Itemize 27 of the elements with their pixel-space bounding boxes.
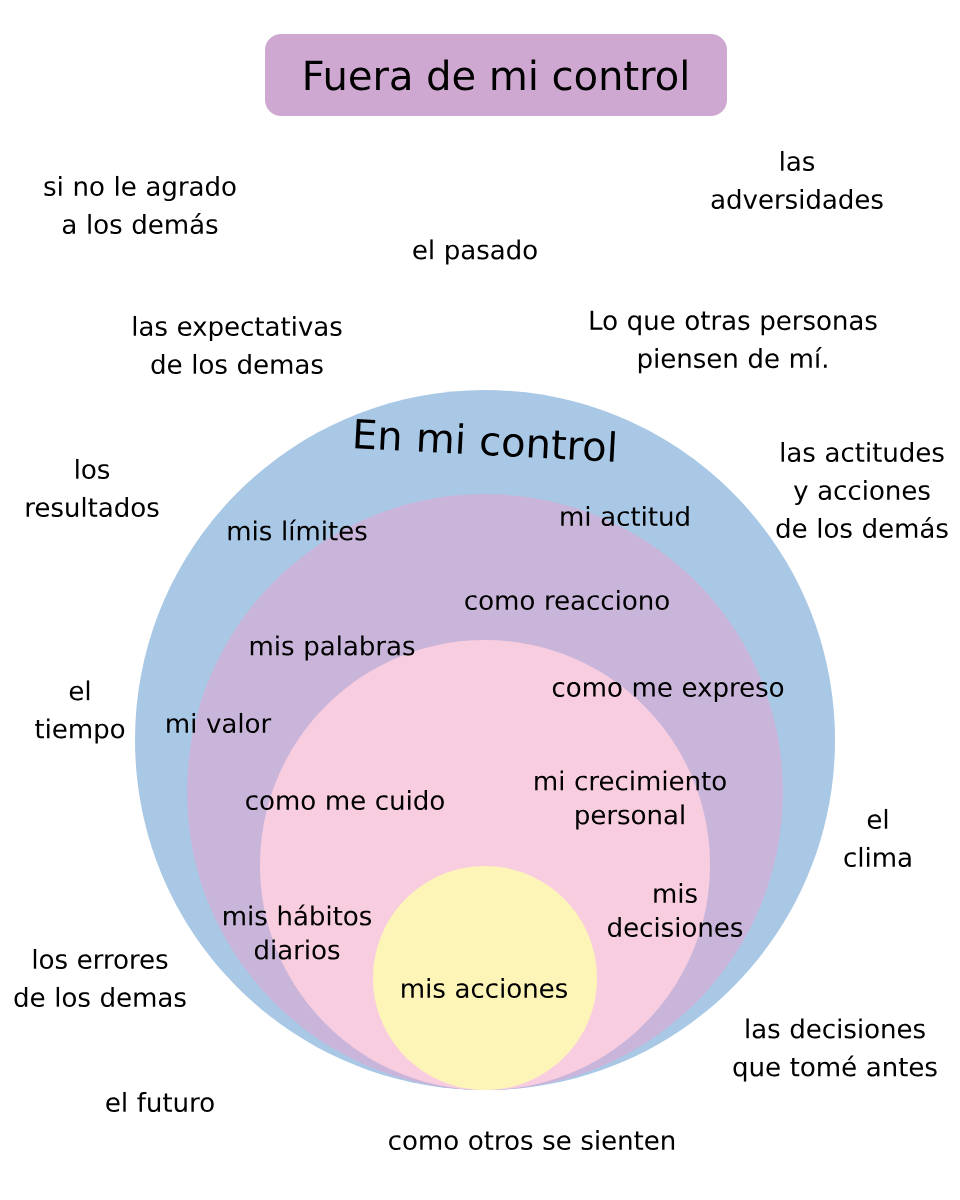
outside-label: los errores de los demas — [14, 948, 186, 1008]
outside-label: si no le agrado a los demás — [44, 175, 236, 235]
outside-label: las actitudes y acciones de los demás — [776, 441, 948, 539]
outside-label: el clima — [844, 808, 911, 868]
outside-label: los resultados — [26, 458, 159, 518]
circle-label: mis decisiones — [608, 882, 743, 938]
outside-label: las expectativas de los demas — [133, 315, 342, 375]
circle-label: mis acciones — [402, 977, 567, 999]
outside-label: como otros se sienten — [389, 1129, 675, 1151]
circle-label: como reacciono — [465, 589, 669, 611]
outside-label: las decisiones que tomé antes — [733, 1018, 937, 1082]
outside-label: el futuro — [106, 1091, 214, 1113]
outside-label: Lo que otras personas piensen de mí. — [590, 310, 877, 374]
outside-label: el tiempo — [35, 680, 125, 744]
circle-label: En mi control — [355, 419, 615, 462]
circle — [373, 866, 597, 1090]
circle-label: mis límites — [228, 519, 367, 541]
circle-label: mi valor — [167, 712, 272, 734]
circle-label: mis palabras — [250, 635, 415, 661]
circle-label: mi actitud — [561, 505, 689, 527]
circle-label: mi crecimiento personal — [535, 770, 726, 830]
circle-label: como me cuido — [246, 789, 444, 811]
outside-label: las adversidades — [711, 150, 883, 210]
circle-label: como me expreso — [552, 682, 784, 702]
circle-label: mis hábitos diarios — [224, 904, 371, 960]
title-box: Fuera de mi control — [265, 34, 727, 116]
outside-label: el pasado — [413, 239, 537, 265]
